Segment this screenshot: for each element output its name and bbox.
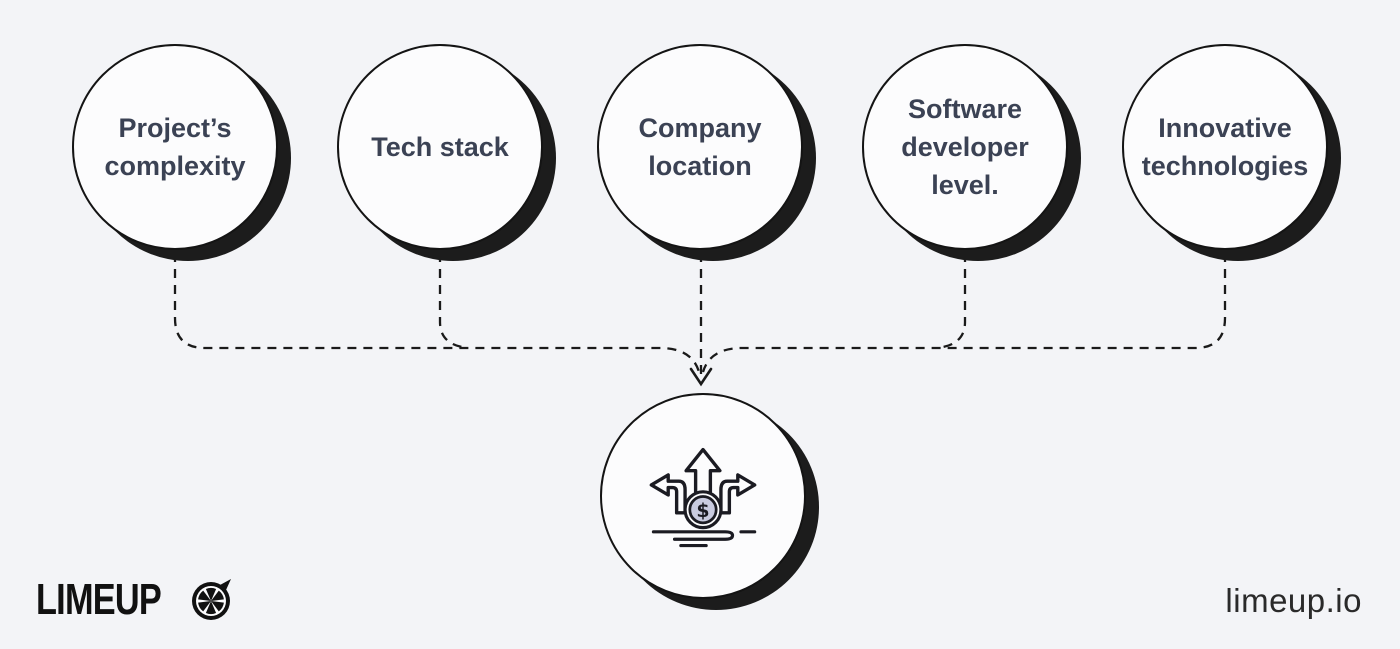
- coin-dollar-symbol: $: [696, 500, 709, 522]
- connector-tech-stack: [438, 253, 469, 350]
- factor-circle-innovative-technologies: Innovative technologies: [1122, 44, 1328, 250]
- factor-circle-developer-level: Software developer level.: [862, 44, 1068, 250]
- factor-label: Tech stack: [371, 131, 509, 162]
- factor-circle-company-location: Company location: [597, 44, 803, 250]
- limeup-logo-text: LIMEUP: [36, 575, 162, 624]
- connector-innovative-technologies: [701, 253, 1227, 373]
- factor-circle-tech-stack: Tech stack: [337, 44, 543, 250]
- connector-projects-complexity: [173, 253, 701, 373]
- factor-label: Software developer level.: [901, 93, 1029, 201]
- cost-result-circle: $: [600, 393, 806, 599]
- factor-label: Company location: [638, 112, 762, 181]
- right-arrow-icon: [719, 473, 757, 515]
- factor-label: Project’s complexity: [104, 112, 246, 181]
- factor-label: Innovative technologies: [1141, 112, 1309, 181]
- site-url: limeup.io: [1225, 582, 1362, 619]
- coin-inner-circle: [688, 495, 718, 525]
- connector-developer-level: [936, 253, 967, 350]
- arrowhead-icon: [689, 367, 713, 387]
- limeup-logo: LIMEUP: [36, 578, 232, 622]
- money-direction-arrows-icon: $: [649, 447, 757, 548]
- factor-circle-projects-complexity: Project’s complexity: [72, 44, 278, 250]
- lime-slice-icon: [192, 579, 232, 620]
- ground-swoosh-line: [651, 530, 735, 541]
- left-arrow-icon: [649, 473, 687, 515]
